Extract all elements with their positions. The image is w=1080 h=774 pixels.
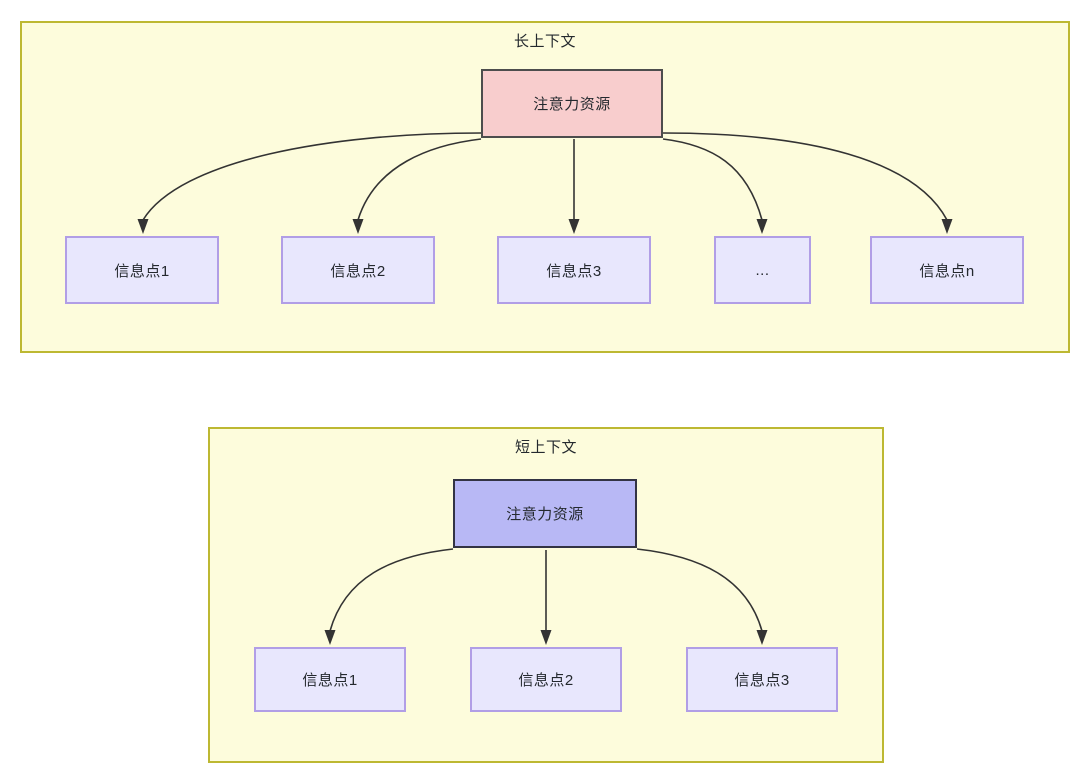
long-context-info-label-2: 信息点2 (330, 262, 386, 280)
panel-short-context: 短上下文 (208, 427, 884, 763)
long-context-info-node-n[interactable]: 信息点n (870, 236, 1024, 304)
long-context-info-node-3[interactable]: 信息点3 (497, 236, 651, 304)
short-context-info-label-1: 信息点1 (302, 672, 358, 689)
panel-long-context-title: 长上下文 (513, 33, 576, 50)
short-context-info-node-1[interactable]: 信息点1 (254, 647, 406, 712)
long-context-info-node-1[interactable]: 信息点1 (65, 236, 219, 304)
short-context-info-label-2: 信息点2 (518, 672, 574, 689)
long-context-root-node[interactable]: 注意力资源 (481, 69, 663, 138)
long-context-info-node-ellipsis[interactable]: ... (714, 236, 811, 304)
long-context-info-node-2[interactable]: 信息点2 (281, 236, 435, 304)
short-context-info-node-3[interactable]: 信息点3 (686, 647, 838, 712)
long-context-info-label-1: 信息点1 (114, 262, 170, 280)
long-context-info-label-ellipsis: ... (755, 261, 770, 279)
long-context-info-label-n: 信息点n (919, 262, 975, 280)
long-context-info-label-3: 信息点3 (546, 262, 602, 280)
short-context-root-node[interactable]: 注意力资源 (453, 479, 637, 548)
long-context-root-label: 注意力资源 (533, 96, 611, 113)
short-context-info-node-2[interactable]: 信息点2 (470, 647, 622, 712)
panel-short-context-title: 短上下文 (514, 439, 577, 456)
short-context-info-label-3: 信息点3 (734, 672, 790, 689)
short-context-root-label: 注意力资源 (506, 506, 584, 523)
